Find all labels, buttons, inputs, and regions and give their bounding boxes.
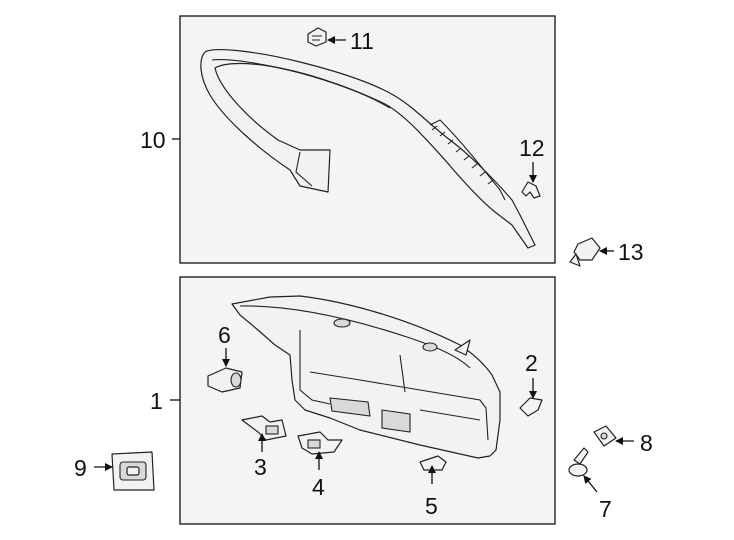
leader-lines xyxy=(94,36,634,493)
callout-4: 4 xyxy=(312,474,325,500)
part-3-bracket[interactable] xyxy=(241,415,287,441)
callout-6: 6 xyxy=(218,322,231,348)
callout-11: 11 xyxy=(350,28,374,54)
callout-7: 7 xyxy=(599,496,612,522)
part-1-liftgate-panel[interactable] xyxy=(231,295,501,459)
callout-12: 12 xyxy=(519,135,545,161)
part-4-bracket[interactable] xyxy=(297,431,343,455)
callout-13: 13 xyxy=(618,239,644,265)
callout-9: 9 xyxy=(74,455,87,481)
part-10-garnish-trim[interactable] xyxy=(200,49,536,249)
part-5-clip[interactable] xyxy=(419,455,447,471)
callout-1: 1 xyxy=(150,388,163,414)
callout-3: 3 xyxy=(254,454,267,480)
part-13-retainer[interactable] xyxy=(569,237,601,267)
callout-8: 8 xyxy=(640,430,653,456)
part-9-switch[interactable] xyxy=(111,451,155,491)
part-8-clip-nut[interactable] xyxy=(593,425,617,447)
part-2-clip[interactable] xyxy=(519,397,543,417)
part-7-push-pin[interactable] xyxy=(568,447,589,477)
part-6-bumper[interactable] xyxy=(207,367,243,393)
leader-7 xyxy=(583,475,598,493)
part-11-clip[interactable] xyxy=(307,27,327,47)
callout-labels: 1 2 3 4 5 6 7 8 9 10 11 12 13 xyxy=(74,28,653,522)
callout-2: 2 xyxy=(525,350,538,376)
callout-10: 10 xyxy=(140,127,166,153)
callout-5: 5 xyxy=(425,493,438,519)
